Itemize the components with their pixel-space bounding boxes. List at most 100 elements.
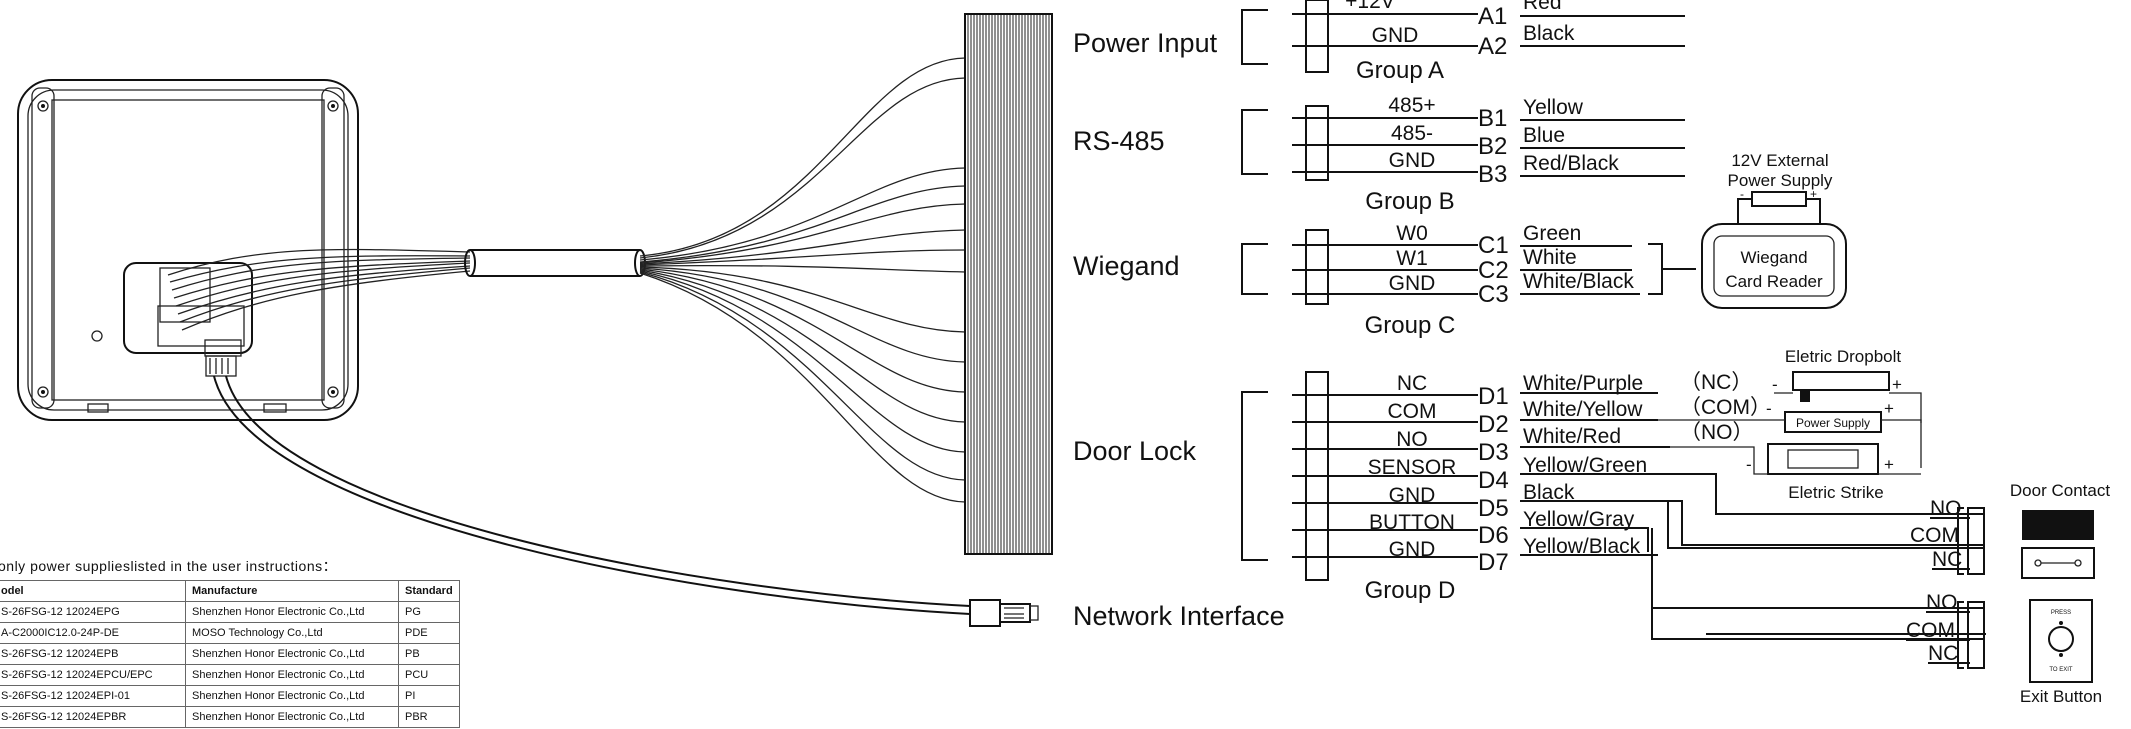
pin-d3-signal: NO bbox=[1396, 428, 1428, 451]
pin-a2-color: Black bbox=[1523, 22, 1575, 45]
pin-d2-terminal: D2 bbox=[1478, 411, 1509, 438]
pin-d1-terminal: D1 bbox=[1478, 383, 1509, 410]
cell-manufacture: Shenzhen Honor Electronic Co.,Ltd bbox=[185, 643, 399, 665]
label-wiegand: Wiegand bbox=[1073, 251, 1180, 281]
pin-d3-terminal: D3 bbox=[1478, 439, 1509, 466]
pin-c2-signal: W1 bbox=[1396, 247, 1428, 270]
cell-standard: PB bbox=[398, 643, 460, 665]
pin-b3-terminal: B3 bbox=[1478, 161, 1507, 188]
group-c: W0 W1 GND C1 C2 C3 Green White White/Bla… bbox=[1241, 222, 1696, 339]
table-row: S-26FSG-12 12024EPG Shenzhen Honor Elect… bbox=[0, 601, 460, 623]
terminal-strip bbox=[964, 13, 1053, 555]
pin-d4-terminal: D4 bbox=[1478, 467, 1509, 494]
cell-model: S-26FSG-12 12024EPB bbox=[0, 643, 186, 665]
pin-c3-signal: GND bbox=[1389, 272, 1436, 295]
cell-manufacture: Shenzhen Honor Electronic Co.,Ltd bbox=[185, 601, 399, 623]
group-a-label: Group A bbox=[1356, 57, 1444, 84]
door-no: NO bbox=[1930, 497, 1962, 520]
pin-b1-color: Yellow bbox=[1523, 96, 1584, 119]
pin-d5-signal: GND bbox=[1389, 484, 1436, 507]
pin-d5-terminal: D5 bbox=[1478, 495, 1509, 522]
exit-no: NO bbox=[1926, 591, 1958, 614]
table-row: S-26FSG-12 12024EPCU/EPC Shenzhen Honor … bbox=[0, 664, 460, 686]
door-contact: Door Contact NO COM NC bbox=[1910, 481, 2110, 579]
cable-sleeve bbox=[464, 57, 966, 503]
psu-minus: - bbox=[1766, 399, 1772, 418]
psu-plus: + bbox=[1884, 399, 1894, 418]
cell-model: S-26FSG-12 12024EPG bbox=[0, 601, 186, 623]
pin-d1-signal: NC bbox=[1397, 372, 1427, 395]
nc-mark: （NC） bbox=[1680, 371, 1752, 394]
pin-b1-terminal: B1 bbox=[1478, 105, 1507, 132]
electric-lock-assembly: （NC） （COM） （NO） Eletric Dropbolt - + Pow… bbox=[1658, 347, 1922, 502]
com-mark: （COM） bbox=[1680, 396, 1771, 419]
label-door-lock: Door Lock bbox=[1073, 436, 1197, 466]
to-exit-label: TO EXIT bbox=[2049, 667, 2073, 673]
pin-b3-color: Red/Black bbox=[1523, 152, 1619, 175]
supply-note: only power supplieslisted in the user in… bbox=[0, 558, 338, 574]
group-d-label: Group D bbox=[1365, 577, 1456, 604]
cell-model: S-26FSG-12 12024EPBR bbox=[0, 706, 186, 728]
pin-c1-terminal: C1 bbox=[1478, 232, 1509, 259]
label-network-interface: Network Interface bbox=[1073, 601, 1285, 631]
ext-supply-line2: Power Supply bbox=[1728, 171, 1833, 190]
header-standard: Standard bbox=[398, 580, 460, 602]
table-row: S-26FSG-12 12024EPB Shenzhen Honor Elect… bbox=[0, 643, 460, 665]
cell-standard: PI bbox=[398, 685, 460, 707]
pin-d6-terminal: D6 bbox=[1478, 522, 1509, 549]
pin-d7-terminal: D7 bbox=[1478, 549, 1509, 576]
group-b: 485+ 485- GND B1 B2 B3 Yellow Blue Red/B… bbox=[1241, 94, 1685, 215]
pin-d5-color: Black bbox=[1523, 481, 1575, 504]
ext-minus: - bbox=[1740, 187, 1744, 201]
pin-c2-color: White bbox=[1523, 246, 1577, 269]
pin-c1-color: Green bbox=[1523, 222, 1581, 245]
pin-d7-color: Yellow/Black bbox=[1523, 535, 1641, 558]
pin-b2-terminal: B2 bbox=[1478, 133, 1507, 160]
ext-supply-line1: 12V External bbox=[1731, 151, 1828, 170]
power-supply-table: odel Manufacture Standard S-26FSG-12 120… bbox=[0, 580, 460, 728]
strike-title: Eletric Strike bbox=[1788, 483, 1883, 502]
pin-d3-color: White/Red bbox=[1523, 425, 1621, 448]
pin-a1-signal: +12V bbox=[1345, 0, 1395, 13]
pin-d7-signal: GND bbox=[1389, 538, 1436, 561]
pin-c2-terminal: C2 bbox=[1478, 257, 1509, 284]
cell-standard: PBR bbox=[398, 706, 460, 728]
label-rs485: RS-485 bbox=[1073, 126, 1165, 156]
door-contact-title: Door Contact bbox=[2010, 481, 2110, 500]
psu-label: Power Supply bbox=[1796, 416, 1870, 430]
cell-manufacture: MOSO Technology Co.,Ltd bbox=[185, 622, 399, 644]
cell-manufacture: Shenzhen Honor Electronic Co.,Ltd bbox=[185, 685, 399, 707]
pin-b2-color: Blue bbox=[1523, 124, 1565, 147]
cell-standard: PDE bbox=[398, 622, 460, 644]
bolt-plus: + bbox=[1892, 375, 1902, 394]
cell-manufacture: Shenzhen Honor Electronic Co.,Ltd bbox=[185, 664, 399, 686]
cell-standard: PG bbox=[398, 601, 460, 623]
dropbolt-title: Eletric Dropbolt bbox=[1785, 347, 1901, 366]
table-row: A-C2000IC12.0-24P-DE MOSO Technology Co.… bbox=[0, 622, 460, 644]
device-back-view bbox=[17, 79, 971, 615]
pin-d1-color: White/Purple bbox=[1523, 372, 1643, 395]
strike-plus: + bbox=[1884, 455, 1894, 474]
cell-manufacture: Shenzhen Honor Electronic Co.,Ltd bbox=[185, 706, 399, 728]
exit-nc: NC bbox=[1928, 642, 1958, 665]
pin-c1-signal: W0 bbox=[1396, 222, 1428, 245]
reader-line1: Wiegand bbox=[1740, 248, 1807, 267]
reader-line2: Card Reader bbox=[1725, 272, 1823, 291]
exit-button-title: Exit Button bbox=[2020, 687, 2102, 706]
pin-a1-color: Red bbox=[1523, 0, 1562, 14]
cell-model: S-26FSG-12 12024EPCU/EPC bbox=[0, 664, 186, 686]
exit-com: COM bbox=[1906, 619, 1955, 642]
door-nc: NC bbox=[1932, 548, 1962, 571]
pin-a2-signal: GND bbox=[1372, 24, 1419, 47]
cell-model: A-C2000IC12.0-24P-DE bbox=[0, 622, 186, 644]
pin-d4-color: Yellow/Green bbox=[1523, 454, 1647, 477]
external-power-supply: 12V External Power Supply - + bbox=[1728, 151, 1833, 224]
group-a: +12V GND A1 A2 Red Black Group A bbox=[1241, 0, 1685, 84]
pin-d6-color: Yellow/Gray bbox=[1523, 508, 1635, 531]
no-mark: （NO） bbox=[1680, 421, 1754, 444]
pin-d4-signal: SENSOR bbox=[1368, 456, 1457, 479]
pin-b3-signal: GND bbox=[1389, 149, 1436, 172]
group-c-label: Group C bbox=[1365, 312, 1456, 339]
table-header-row: odel Manufacture Standard bbox=[0, 580, 460, 602]
